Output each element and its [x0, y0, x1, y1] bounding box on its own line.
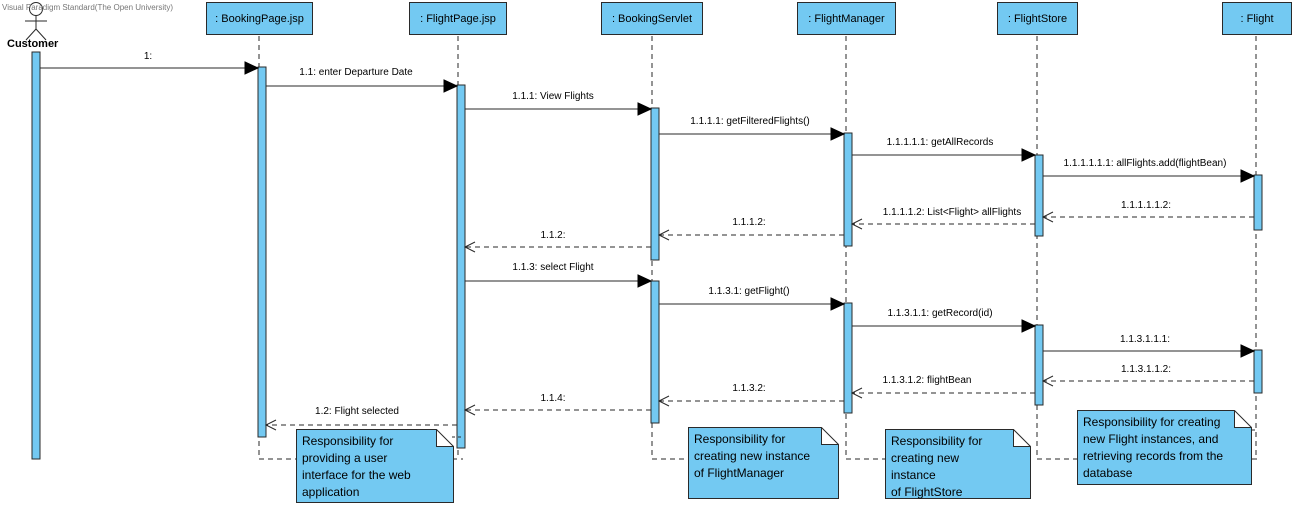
actor-icon — [25, 2, 47, 41]
arrowhead-icon — [1240, 344, 1256, 358]
open-arrowhead-icon — [657, 229, 670, 241]
activation-bar — [843, 132, 853, 247]
lifeline-head-flight-manager[interactable]: : FlightManager — [797, 2, 896, 35]
open-arrowhead-icon — [463, 404, 476, 416]
note-text: Responsibility for creating new instance… — [694, 432, 811, 480]
open-arrowhead-icon — [657, 395, 670, 407]
message-label: 1.1.4: — [540, 393, 566, 404]
actor-leg — [25, 28, 37, 41]
arrowhead-icon — [1021, 148, 1037, 162]
lifeline-head-booking-page[interactable]: : BookingPage.jsp — [206, 2, 313, 35]
lifeline-head-booking-servlet[interactable]: : BookingServlet — [601, 2, 703, 35]
message-label: 1.1.3.1.1.2: — [1120, 364, 1172, 375]
note-flight-store: Responsibility for creating new Flight i… — [1077, 410, 1252, 485]
activation-bar — [1253, 349, 1263, 394]
activation-bar — [843, 302, 853, 414]
note-text: Responsibility for creating new instance… — [891, 434, 983, 499]
message-label: 1.1.1.1.2: List<Flight> allFlights — [882, 207, 1022, 218]
arrowhead-icon — [244, 61, 260, 75]
message-label: 1.1.2: — [540, 230, 566, 241]
activation-bar — [257, 66, 267, 438]
message-label: 1.1.3.1: getFlight() — [708, 286, 790, 297]
message-label: 1.1.3.1.1: getRecord(id) — [887, 308, 993, 319]
open-arrowhead-icon — [264, 419, 277, 431]
lifeline-head-flight-page[interactable]: : FlightPage.jsp — [409, 2, 507, 35]
open-arrowhead-icon — [463, 241, 476, 253]
message-label: 1.1.3.2: — [732, 383, 766, 394]
message-label: 1.1.3: select Flight — [512, 262, 594, 273]
arrowhead-icon — [830, 127, 846, 141]
open-arrowhead-icon — [850, 218, 863, 230]
activation-bar — [1253, 174, 1263, 231]
arrowhead-icon — [637, 274, 653, 288]
activation-bar — [1034, 154, 1044, 237]
arrowhead-icon — [830, 297, 846, 311]
open-arrowhead-icon — [1041, 211, 1054, 223]
arrowhead-icon — [1240, 169, 1256, 183]
note-booking-page: Responsibility for providing a user inte… — [296, 429, 454, 503]
open-arrowhead-icon — [850, 387, 863, 399]
activation-bar — [650, 107, 660, 261]
note-flight-manager: Responsibility for creating new instance… — [885, 429, 1031, 499]
message-label: 1.1.1.1.1: getAllRecords — [886, 137, 994, 148]
note-text: Responsibility for providing a user inte… — [302, 434, 411, 499]
open-arrowhead-icon — [1041, 375, 1054, 387]
message-label: 1.1.1.1: getFilteredFlights() — [690, 116, 810, 127]
lifeline-head-flight[interactable]: : Flight — [1222, 2, 1292, 35]
note-shape — [688, 427, 839, 499]
arrowhead-icon — [1021, 319, 1037, 333]
note-shape — [885, 429, 1031, 499]
message-label: 1.1: enter Departure Date — [299, 67, 413, 78]
note-booking-servlet: Responsibility for creating new instance… — [688, 427, 839, 499]
message-label: 1.1.3.1.2: flightBean — [882, 375, 972, 386]
note-shape — [1077, 410, 1252, 485]
activation-bar — [650, 280, 660, 424]
arrowhead-icon — [637, 102, 653, 116]
message-label: 1.1.1.2: — [732, 217, 766, 228]
watermark: Visual Paradigm Standard(The Open Univer… — [2, 3, 174, 12]
message-label: 1.1.1: View Flights — [512, 91, 594, 102]
arrowhead-icon — [443, 79, 459, 93]
message-label: 1.1.1.1.1.1: allFlights.add(flightBean) — [1063, 158, 1227, 169]
message-label: 1.1.1.1.1.2: — [1120, 200, 1172, 211]
note-text: Responsibility for creating new Flight i… — [1083, 415, 1224, 480]
actor-leg — [35, 28, 47, 41]
activation-bar — [456, 84, 466, 449]
note-shape — [296, 429, 454, 503]
activation-bar — [31, 51, 41, 460]
lifeline-head-flight-store[interactable]: : FlightStore — [997, 2, 1078, 35]
message-label: 1.2: Flight selected — [315, 406, 399, 417]
message-label: 1.1.3.1.1.1: — [1119, 334, 1171, 345]
message-label: 1: — [143, 51, 153, 62]
activation-bar — [1034, 324, 1044, 406]
actor-label: Customer — [7, 38, 59, 50]
